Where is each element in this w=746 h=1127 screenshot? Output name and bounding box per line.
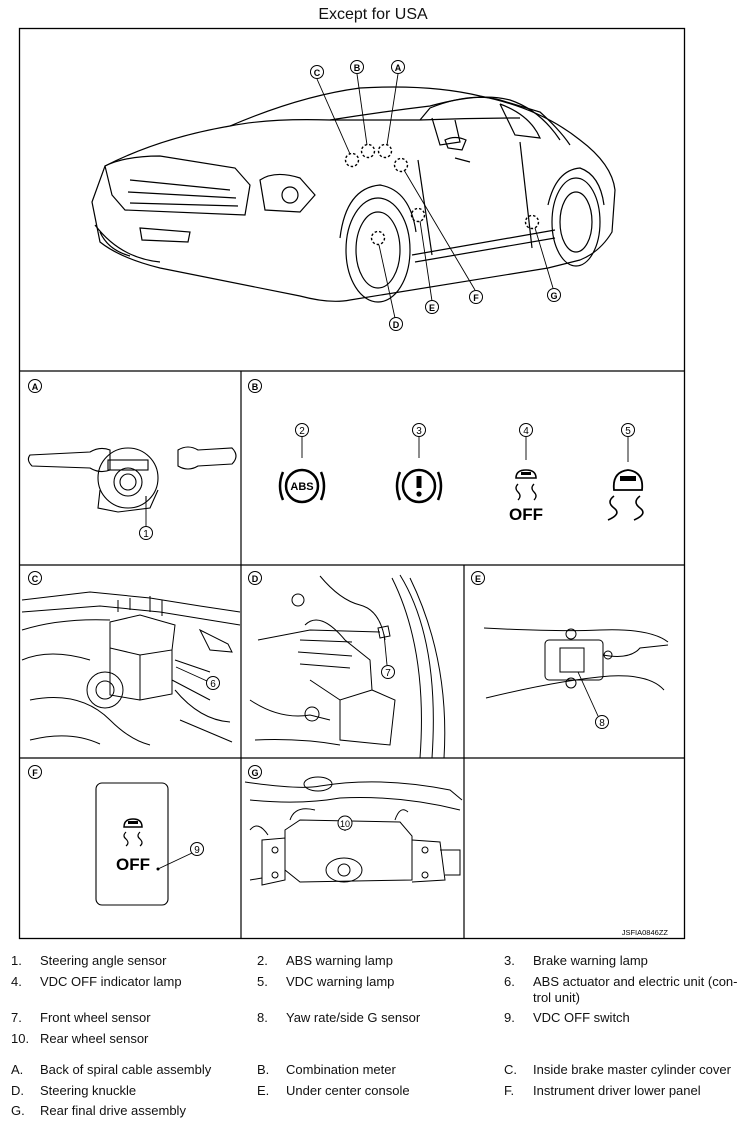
- panel-labels: A B C D E F G: [28, 379, 485, 779]
- legend-item-6: 6.ABS actuator and electric unit (con-tr…: [504, 974, 738, 1005]
- svg-text:C: C: [32, 574, 39, 584]
- vdc-off-indicator-icon: OFF: [509, 469, 543, 524]
- svg-text:D: D: [252, 574, 259, 584]
- callout-b: B: [350, 60, 364, 74]
- callout-3: 3: [412, 423, 426, 458]
- panel-label-f: F: [28, 765, 42, 779]
- callout-4: 4: [519, 423, 533, 460]
- svg-text:B: B: [252, 382, 259, 392]
- svg-text:5: 5: [625, 426, 631, 437]
- svg-text:B: B: [354, 63, 361, 73]
- svg-text:8: 8: [599, 718, 605, 729]
- legend-item-2: 2.ABS warning lamp: [257, 953, 393, 968]
- component-location-diagram: C B A E F D G A B C D E F G 1 2 3 4 5 AB…: [18, 27, 686, 940]
- svg-text:A: A: [395, 63, 402, 73]
- svg-text:D: D: [393, 320, 400, 330]
- legend-item-4: 4.VDC OFF indicator lamp: [11, 974, 182, 989]
- page-title: Except for USA: [318, 6, 428, 23]
- svg-text:9: 9: [194, 845, 200, 856]
- legend-item-c: C.Inside brake master cylinder cover: [504, 1062, 731, 1077]
- callout-f: F: [469, 290, 483, 304]
- svg-text:E: E: [429, 303, 435, 313]
- svg-text:10: 10: [340, 819, 350, 829]
- panel-label-b: B: [248, 379, 262, 393]
- legend-item-f: F.Instrument driver lower panel: [504, 1083, 701, 1098]
- callout-1: 1: [139, 497, 153, 540]
- car-illustration: [91, 86, 616, 303]
- panel-label-g: G: [248, 765, 262, 779]
- yaw-rate-sensor-drawing: [483, 627, 669, 699]
- legend-item-e: E.Under center console: [257, 1083, 410, 1098]
- svg-text:ABS: ABS: [290, 481, 313, 493]
- callout-g: G: [547, 288, 561, 302]
- legend-item-8: 8.Yaw rate/side G sensor: [257, 1010, 421, 1025]
- svg-text:OFF: OFF: [509, 505, 543, 524]
- vdc-warning-icon: [607, 469, 644, 521]
- svg-text:E: E: [475, 574, 481, 584]
- callout-c: C: [310, 65, 324, 79]
- legend-item-1: 1.Steering angle sensor: [11, 953, 167, 968]
- callout-d: D: [389, 317, 403, 331]
- spiral-cable-assembly-drawing: [27, 446, 237, 513]
- panel-label-a: A: [28, 379, 42, 393]
- svg-text:4: 4: [523, 426, 529, 437]
- callout-6: 6: [175, 666, 220, 690]
- callout-a: A: [391, 60, 405, 74]
- vdc-off-switch-drawing: OFF: [95, 782, 169, 906]
- svg-text:C: C: [314, 68, 321, 78]
- abs-warning-icon: ABS: [278, 468, 326, 504]
- legend-item-9: 9.VDC OFF switch: [504, 1010, 630, 1025]
- svg-text:OFF: OFF: [116, 855, 150, 874]
- callout-e: E: [425, 300, 439, 314]
- callout-2: 2: [295, 423, 309, 458]
- callout-5: 5: [621, 423, 635, 462]
- panel-label-c: C: [28, 571, 42, 585]
- svg-text:7: 7: [385, 668, 391, 679]
- svg-text:A: A: [32, 382, 39, 392]
- car-callouts: C B A E F D G: [310, 60, 561, 331]
- rear-final-drive-drawing: [244, 776, 463, 886]
- callout-10: 10: [337, 815, 353, 831]
- panel-label-d: D: [248, 571, 262, 585]
- legend-item-7: 7.Front wheel sensor: [11, 1010, 151, 1025]
- svg-text:F: F: [473, 293, 479, 303]
- legend-item-10: 10.Rear wheel sensor: [11, 1031, 149, 1046]
- figure-code: JSFIA0846ZZ: [622, 928, 669, 937]
- legend-item-3: 3.Brake warning lamp: [504, 953, 648, 968]
- abs-actuator-drawing: [21, 591, 241, 746]
- legend-item-b: B.Combination meter: [257, 1062, 396, 1077]
- svg-text:3: 3: [416, 426, 422, 437]
- steering-knuckle-drawing: [249, 574, 446, 759]
- callout-8: 8: [577, 671, 609, 729]
- legend-item-d: D.Steering knuckle: [11, 1083, 137, 1098]
- panel-label-e: E: [471, 571, 485, 585]
- legend-item-a: A.Back of spiral cable assembly: [11, 1062, 212, 1077]
- svg-text:1: 1: [143, 529, 149, 540]
- svg-text:F: F: [32, 768, 38, 778]
- svg-text:6: 6: [210, 679, 216, 690]
- callout-7: 7: [381, 633, 395, 679]
- brake-warning-icon: [395, 468, 443, 504]
- svg-text:G: G: [550, 291, 557, 301]
- svg-text:2: 2: [299, 426, 305, 437]
- callout-9: 9: [157, 842, 204, 870]
- svg-text:G: G: [251, 768, 258, 778]
- legend-item-g: G.Rear final drive assembly: [11, 1103, 186, 1118]
- legend-item-5: 5.VDC warning lamp: [257, 974, 395, 989]
